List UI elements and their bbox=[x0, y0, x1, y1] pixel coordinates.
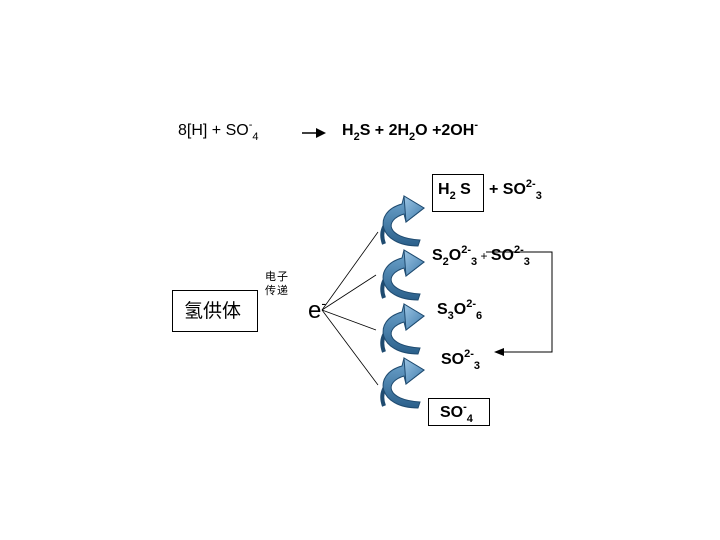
electron-label: e- bbox=[308, 295, 327, 324]
reaction-arrow bbox=[302, 128, 326, 138]
equation-right: H2S + 2H2O +2OH- bbox=[342, 119, 478, 143]
spiral-icon bbox=[380, 195, 425, 409]
sulfate-label: SO-4 bbox=[440, 401, 473, 425]
h2s-label: H2 S bbox=[438, 181, 471, 202]
recycle-arrow bbox=[486, 251, 553, 356]
hydrogen-donor-box bbox=[172, 290, 258, 332]
hydrogen-donor-label: 氢供体 bbox=[184, 300, 242, 322]
electron-transfer-label: 电子 传递 bbox=[265, 270, 289, 297]
h2s-plus-sulfite: + SO2-3 bbox=[489, 178, 542, 202]
equation-left: 8[H] + SO-4 bbox=[178, 119, 259, 143]
sulfite-label: SO2-3 bbox=[441, 348, 481, 372]
electron-fan-lines bbox=[321, 231, 379, 386]
sulfate-box bbox=[428, 398, 490, 426]
trithionate-label: S3O2-6 bbox=[437, 298, 483, 322]
h2s-box bbox=[432, 174, 484, 212]
